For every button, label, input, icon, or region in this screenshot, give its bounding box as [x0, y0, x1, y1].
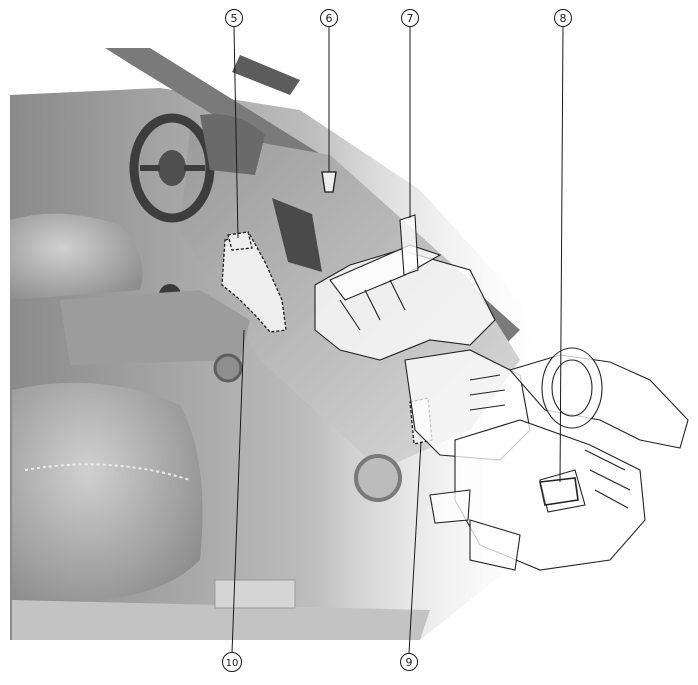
- leader-10: [231, 329, 245, 654]
- part-10-duct: [221, 234, 287, 333]
- rearview-mirror: [232, 55, 300, 95]
- vent-hub: [213, 353, 243, 383]
- callout-8: 8: [554, 9, 572, 27]
- leader-lines: [231, 26, 564, 654]
- callout-8-label: 8: [560, 12, 567, 25]
- callout-6: 6: [320, 9, 338, 27]
- intake-opening: [541, 347, 603, 429]
- callout-9-label: 9: [406, 656, 413, 669]
- center-console: [60, 290, 250, 365]
- passenger-seat: [12, 382, 203, 600]
- part-6-clip: [321, 171, 337, 193]
- callout-10-label: 10: [226, 658, 239, 669]
- duct-detail-2: [469, 374, 506, 411]
- callout-5-label: 5: [231, 12, 238, 25]
- driver-seat-upper: [10, 213, 143, 300]
- part-5-bracket: [227, 231, 253, 251]
- callout-7: 7: [401, 9, 419, 27]
- leader-5: [233, 26, 239, 239]
- center-display: [272, 198, 322, 272]
- leader-9: [408, 441, 422, 654]
- callouts: 5 6 7 8 9 10: [222, 9, 572, 672]
- hvac-unit-line-art: [314, 214, 689, 571]
- seat-stitching: [24, 463, 191, 481]
- floor-plate: [214, 579, 296, 609]
- intake-opening-inner: [551, 359, 593, 417]
- callout-6-label: 6: [326, 12, 333, 25]
- floor-trim: [12, 600, 430, 640]
- callout-5: 5: [225, 9, 243, 27]
- duct-detail-3: [584, 449, 631, 509]
- instrument-cluster: [200, 114, 265, 175]
- callout-9: 9: [400, 653, 418, 671]
- case-flange-lower: [469, 519, 521, 571]
- duct-detail-1: [339, 279, 406, 331]
- callout-10: 10: [222, 652, 242, 672]
- callout-7-label: 7: [407, 12, 414, 25]
- case-flange-left: [429, 489, 471, 524]
- part-8-actuator: [539, 477, 579, 506]
- leader-8: [559, 26, 564, 483]
- round-air-vent: [354, 454, 402, 502]
